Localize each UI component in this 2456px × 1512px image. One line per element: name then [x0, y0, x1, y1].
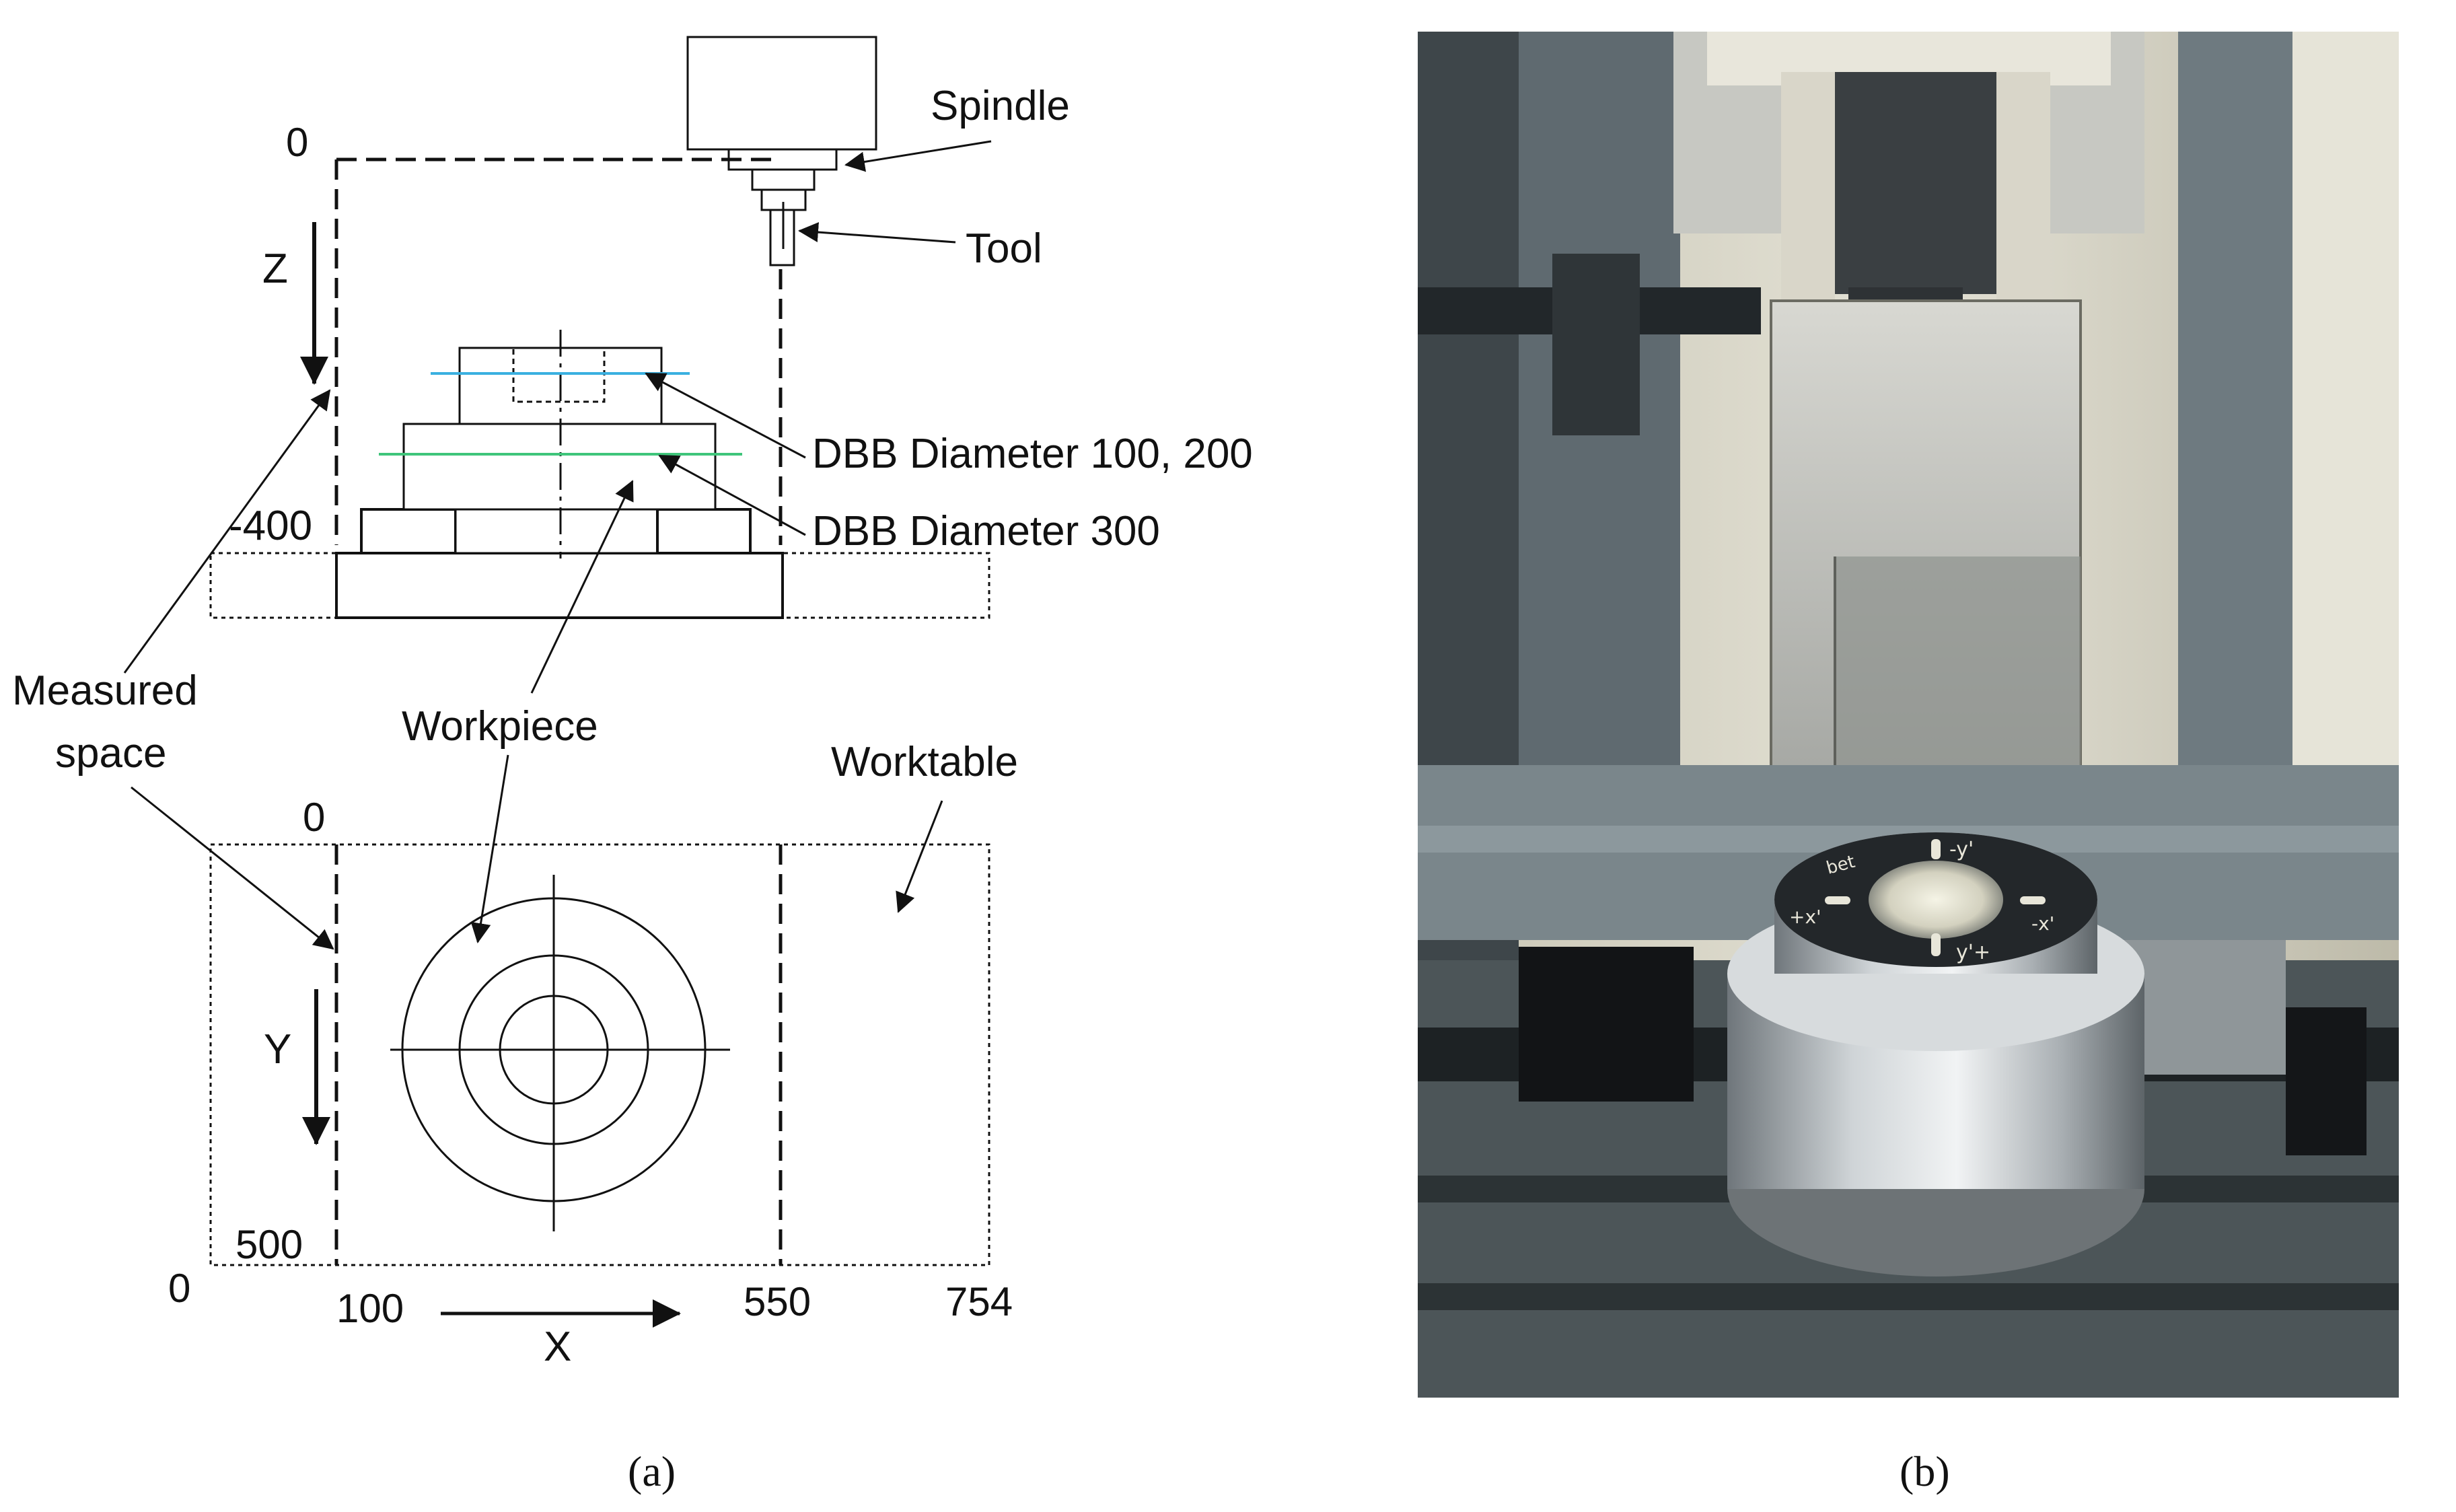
base-block — [335, 552, 784, 619]
workpiece-leader-side — [530, 480, 634, 694]
x-754-label: 754 — [945, 1279, 1013, 1324]
mark-plus-x: +x' — [1789, 906, 1821, 928]
tool-leader — [798, 222, 956, 244]
dbb-100-200-label: DBB Diameter 100, 200 — [812, 431, 1253, 477]
z-axis-label: Z — [262, 246, 288, 292]
caption-a: (a) — [628, 1447, 676, 1495]
measured-space-leader-lower — [131, 786, 334, 950]
x-100-label: 100 — [336, 1286, 404, 1331]
origin-label: 0 — [168, 1266, 190, 1311]
spindle-leader — [844, 140, 992, 172]
y-zero-label: 0 — [303, 795, 325, 840]
z-zero-label: 0 — [286, 120, 308, 165]
y-max-label: 500 — [236, 1222, 303, 1267]
workpiece-leader-top — [470, 754, 509, 943]
mark-y-bottom: y'+ — [1956, 941, 1990, 964]
dbb-300-leader — [658, 454, 806, 536]
y-axis-label: Y — [264, 1026, 291, 1073]
x-axis-label: X — [544, 1324, 571, 1370]
schematic-diagram: 0 Z -400 Spindle Tool DBB Diameter 100, … — [12, 36, 1253, 1370]
worktable-top — [209, 843, 990, 1266]
clamp-right — [656, 508, 752, 554]
mark-y-top: -y' — [1949, 838, 1974, 861]
fixture-left — [1519, 947, 1694, 1102]
machine-photo: -y' bet +x' -x' y'+ — [1418, 32, 2399, 1398]
dbb-100-200-leader — [645, 372, 806, 459]
workpiece-bore-photo — [1869, 861, 2003, 939]
worktable-label: Worktable — [831, 739, 1018, 785]
workpiece-photo: -y' bet +x' -x' y'+ — [1727, 832, 2144, 1276]
workpiece-top-view — [390, 875, 730, 1231]
dbb-300-label: DBB Diameter 300 — [812, 508, 1160, 554]
worktable-leader — [896, 800, 943, 913]
clamp-left — [360, 508, 457, 554]
tool-label: Tool — [966, 225, 1042, 272]
z-min-label: -400 — [229, 503, 312, 549]
fixture-right — [2124, 940, 2286, 1075]
workpiece-label: Workpiece — [402, 703, 598, 750]
bottom-ring — [454, 508, 659, 554]
mark-minus-x: -x' — [2031, 912, 2054, 935]
spindle-label: Spindle — [931, 83, 1070, 129]
measured-space-label-line2: space — [55, 730, 166, 777]
measured-space-label-line1: Measured — [12, 668, 198, 714]
spindle-assembly — [686, 36, 877, 266]
caption-b: (b) — [1900, 1447, 1950, 1495]
x-550-label: 550 — [744, 1279, 811, 1324]
measured-space-leader-upper — [123, 389, 331, 674]
